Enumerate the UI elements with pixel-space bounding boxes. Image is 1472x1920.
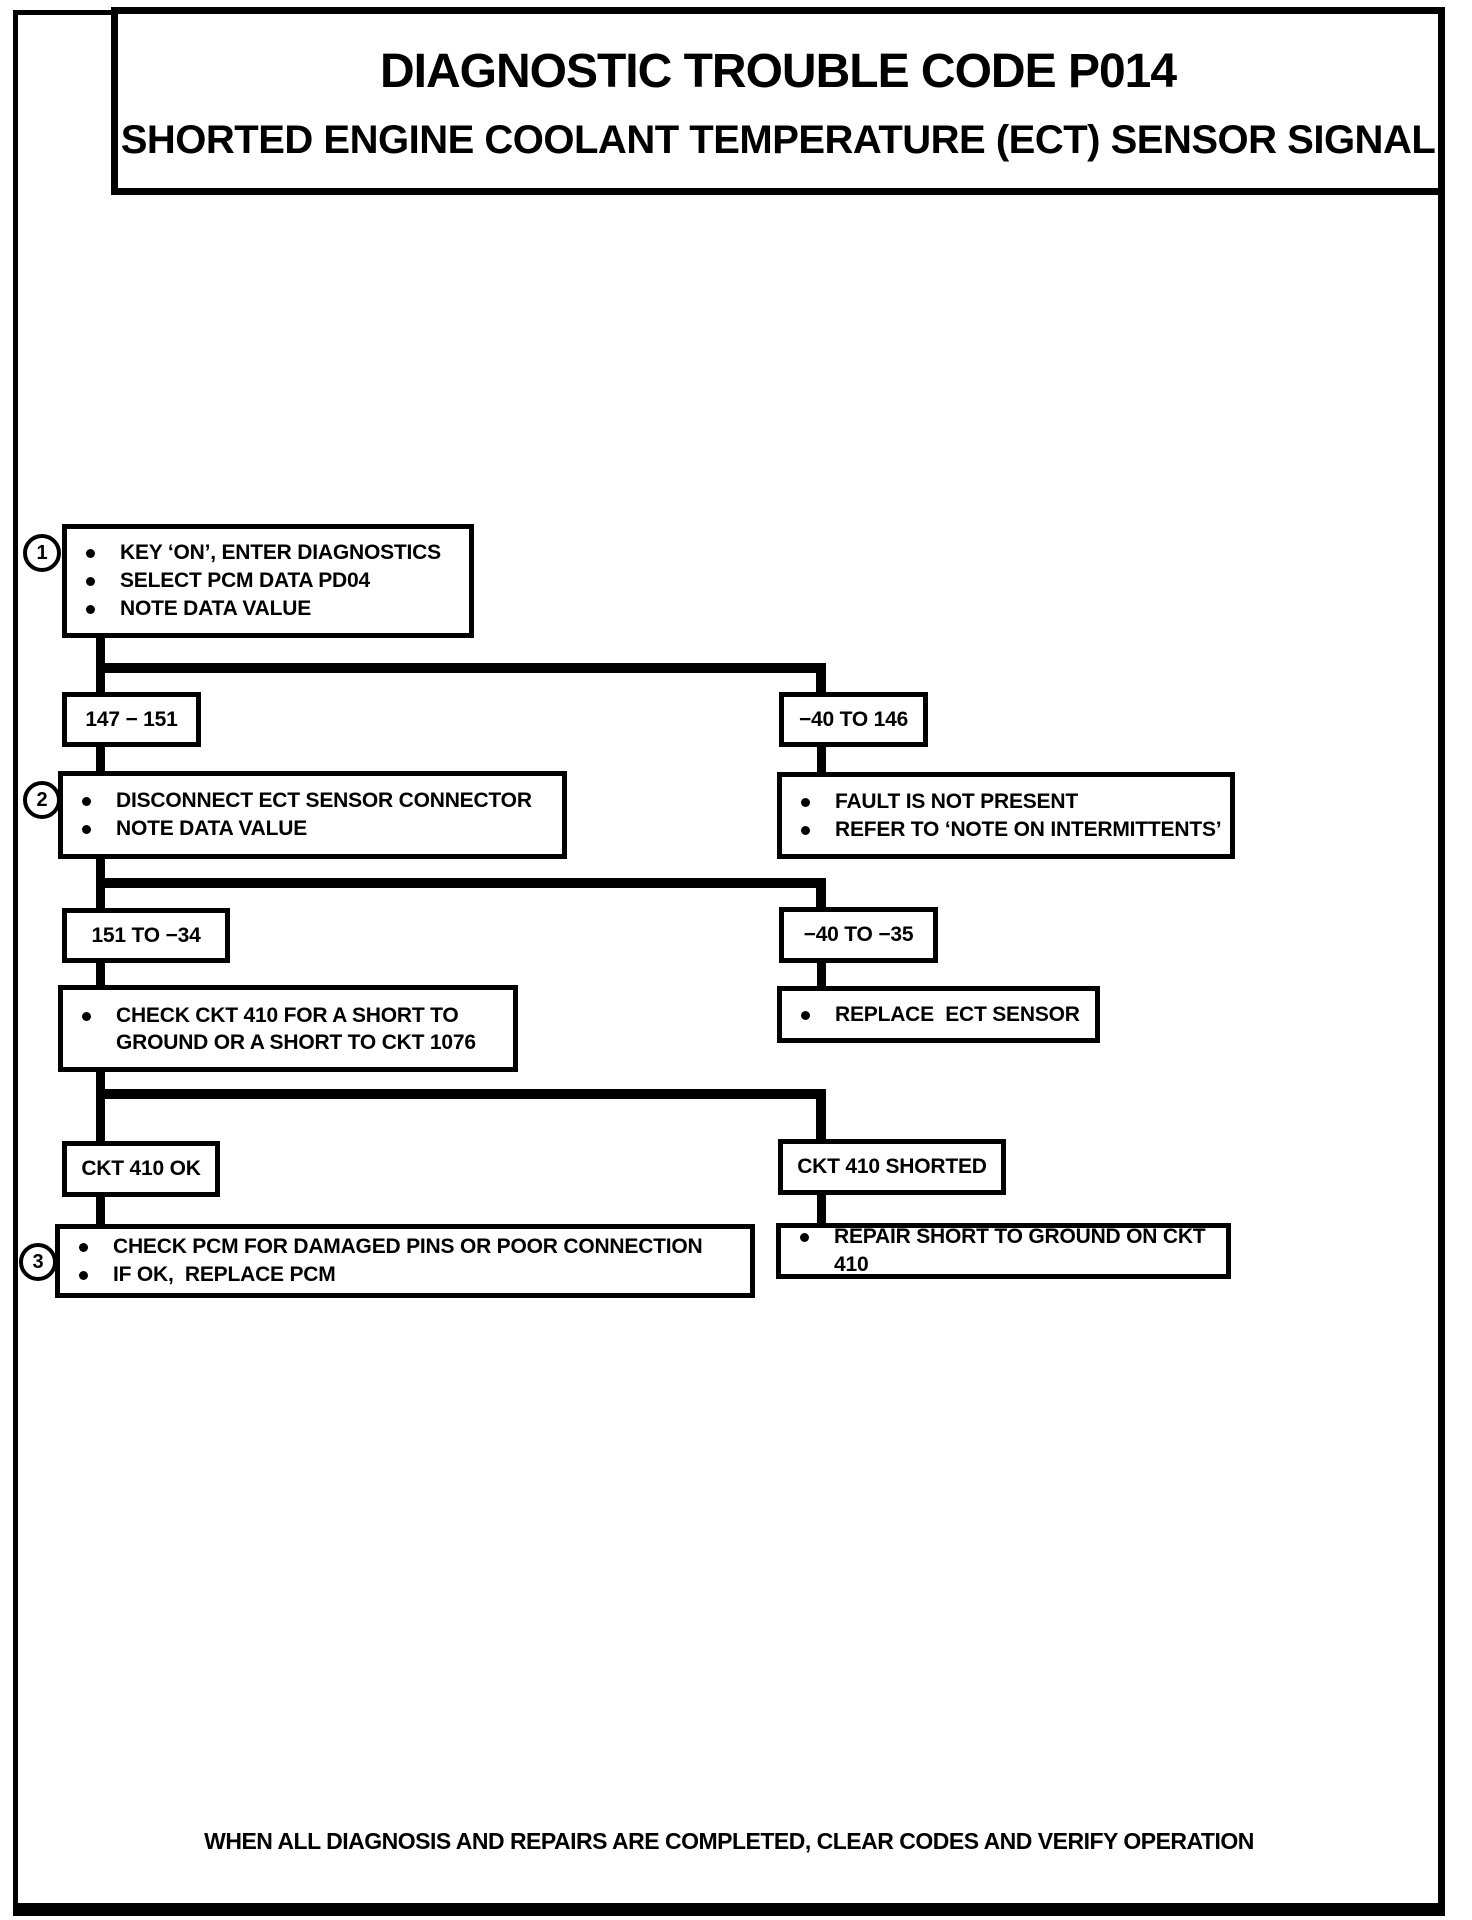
page-border-bottom — [13, 1903, 1445, 1916]
ckt410-shorted-label: CKT 410 SHORTED — [797, 1155, 987, 1178]
bullet-icon — [82, 825, 91, 834]
bullet-icon — [801, 825, 810, 835]
flow-box-range-neg40-146: −40 TO 146 — [779, 692, 928, 747]
connector-branch3-right-down — [816, 1089, 826, 1143]
step-marker-1: 1 — [23, 534, 61, 572]
connector-range-neg40-146-down — [817, 744, 826, 775]
connector-branch1-horizontal — [96, 663, 826, 673]
range-147-151-label: 147 − 151 — [85, 707, 178, 731]
bullet-icon — [801, 1010, 810, 1020]
bullet-icon — [800, 1233, 809, 1242]
flow-box-step1: KEY ‘ON’, ENTER DIAGNOSTICS SELECT PCM D… — [62, 524, 474, 638]
flow-box-step3: CHECK PCM FOR DAMAGED PINS OR POOR CONNE… — [55, 1224, 755, 1298]
bullet-icon — [79, 1243, 88, 1252]
page-border-top — [13, 10, 113, 15]
bullet-icon — [86, 605, 95, 614]
step2-line-2: NOTE DATA VALUE — [116, 817, 308, 840]
step-marker-2: 2 — [23, 781, 61, 819]
flow-box-range-147-151: 147 − 151 — [62, 692, 201, 747]
connector-branch1-right-down — [816, 663, 826, 697]
repair-short-text: REPAIR SHORT TO GROUND ON CKT 410 — [834, 1225, 1212, 1276]
page-border-left — [13, 10, 18, 1916]
footer-note: WHEN ALL DIAGNOSIS AND REPAIRS ARE COMPL… — [204, 1828, 1254, 1854]
connector-range151-down — [96, 960, 105, 988]
step1-line-2: SELECT PCM DATA PD04 — [120, 569, 370, 592]
bullet-icon — [82, 1011, 91, 1021]
step3-line-1: CHECK PCM FOR DAMAGED PINS OR POOR CONNE… — [113, 1235, 703, 1258]
step2-line-1: DISCONNECT ECT SENSOR CONNECTOR — [116, 789, 532, 812]
step1-line-3: NOTE DATA VALUE — [120, 597, 312, 620]
fault-not-present-line-1: FAULT IS NOT PRESENT — [835, 789, 1078, 813]
bullet-icon — [82, 797, 91, 806]
bullet-icon — [86, 577, 95, 586]
step-marker-1-number: 1 — [36, 541, 48, 564]
flow-box-check-ckt410: CHECK CKT 410 FOR A SHORT TO GROUND OR A… — [58, 985, 518, 1072]
bullet-icon — [79, 1271, 88, 1280]
flow-box-step2: DISCONNECT ECT SENSOR CONNECTOR NOTE DAT… — [58, 771, 567, 859]
step-marker-3: 3 — [19, 1243, 57, 1281]
flow-box-range-151-neg34: 151 TO −34 — [62, 908, 230, 963]
connector-ckt410ok-down — [96, 1194, 105, 1227]
step3-line-2: IF OK, REPLACE PCM — [113, 1263, 336, 1286]
flow-box-ckt410-shorted: CKT 410 SHORTED — [778, 1139, 1006, 1195]
connector-range-neg40-neg35-down — [817, 960, 826, 989]
bullet-icon — [801, 797, 810, 807]
range-151-neg34-label: 151 TO −34 — [91, 923, 201, 947]
step-marker-2-number: 2 — [36, 788, 48, 811]
step-marker-3-number: 3 — [32, 1250, 44, 1273]
replace-ect-text: REPLACE ECT SENSOR — [835, 1002, 1080, 1026]
flow-box-repair-short: REPAIR SHORT TO GROUND ON CKT 410 — [776, 1223, 1231, 1279]
flow-box-replace-ect: REPLACE ECT SENSOR — [777, 986, 1100, 1043]
connector-ckt410shorted-down — [817, 1191, 826, 1226]
page-subtitle: SHORTED ENGINE COOLANT TEMPERATURE (ECT)… — [120, 118, 1436, 162]
range-neg40-146-label: −40 TO 146 — [798, 707, 909, 731]
connector-checkckt-down — [96, 1069, 105, 1145]
bullet-icon — [86, 549, 95, 558]
connector-branch2-right-down — [816, 878, 826, 911]
range-neg40-neg35-label: −40 TO −35 — [803, 923, 914, 946]
title-box: DIAGNOSTIC TROUBLE CODE P014 SHORTED ENG… — [111, 7, 1445, 195]
ckt410-ok-label: CKT 410 OK — [81, 1157, 201, 1180]
page-title: DIAGNOSTIC TROUBLE CODE P014 — [379, 45, 1177, 98]
connector-range147-down — [96, 744, 105, 774]
fault-not-present-line-2: REFER TO ‘NOTE ON INTERMITTENTS’ — [835, 817, 1222, 841]
flow-box-ckt410-ok: CKT 410 OK — [62, 1141, 220, 1197]
connector-branch2-horizontal — [96, 878, 826, 888]
step1-line-1: KEY ‘ON’, ENTER DIAGNOSTICS — [120, 541, 441, 564]
check-ckt410-text: CHECK CKT 410 FOR A SHORT TO GROUND OR A… — [116, 1003, 476, 1054]
page-border-right — [1438, 7, 1445, 1916]
connector-branch3-horizontal — [96, 1089, 826, 1099]
flow-box-fault-not-present: FAULT IS NOT PRESENT REFER TO ‘NOTE ON I… — [777, 772, 1235, 859]
flow-box-range-neg40-neg35: −40 TO −35 — [779, 907, 938, 963]
